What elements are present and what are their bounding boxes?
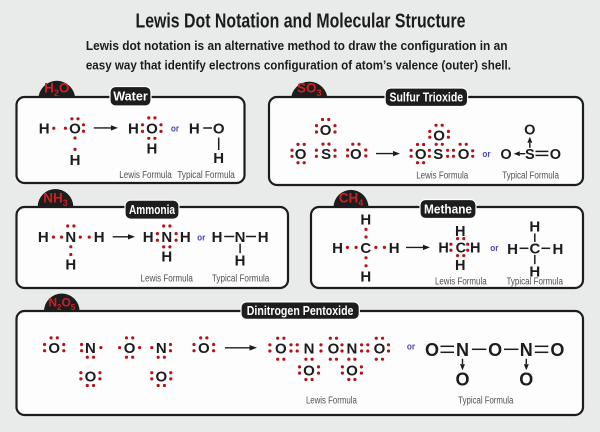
svg-text:H: H [455,258,465,274]
svg-text:O: O [425,340,439,360]
svg-text:SO3​: SO3​ [297,81,322,98]
svg-text:N: N [235,229,246,246]
svg-text:Typical Formula: Typical Formula [177,170,235,181]
svg-text:N: N [304,340,315,357]
svg-text:H: H [146,141,157,158]
svg-text:O: O [458,146,470,163]
svg-text:H: H [360,268,371,285]
svg-text:O: O [69,120,81,137]
svg-text:Methane: Methane [424,202,472,216]
svg-text:C: C [529,241,540,258]
svg-text:H: H [161,248,172,265]
svg-text:C: C [360,240,371,257]
svg-text:O: O [550,340,564,360]
svg-text:H: H [65,257,76,274]
svg-text:C: C [456,240,467,256]
svg-text:S: S [433,146,443,163]
svg-text:O: O [500,147,511,163]
svg-text:O: O [85,368,97,385]
svg-text:Ammonia: Ammonia [129,203,176,217]
svg-text:O: O [328,340,340,357]
svg-text:O: O [124,340,136,357]
svg-text:H: H [529,264,540,281]
svg-text:O: O [213,120,225,137]
svg-text:H: H [258,229,269,246]
svg-text:O: O [455,369,469,389]
svg-text:N: N [65,229,76,246]
svg-text:O: O [295,146,307,163]
svg-text:N2​O5​: N2​O5​ [48,296,75,312]
svg-text:H: H [360,212,371,229]
svg-text:or: or [407,342,416,352]
svg-text:O: O [146,120,158,137]
svg-text:H: H [189,120,200,137]
svg-text:H: H [552,241,563,258]
svg-text:Water: Water [113,90,148,104]
svg-text:O: O [433,127,445,144]
svg-text:H: H [213,150,224,167]
svg-text:H: H [470,240,480,256]
svg-text:or: or [197,232,206,242]
svg-text:O: O [275,340,287,357]
svg-text:H: H [438,240,448,256]
svg-text:O: O [198,340,210,357]
svg-text:easy way that identify electro: easy way that identify electrons configu… [86,57,511,72]
svg-text:S: S [525,147,535,163]
svg-text:H: H [39,120,50,137]
svg-text:N: N [456,340,469,360]
svg-text:Sulfur Trioxide: Sulfur Trioxide [389,91,463,105]
svg-text:H: H [455,224,465,240]
svg-text:O: O [524,123,535,139]
svg-text:N: N [520,340,533,360]
svg-text:H: H [70,152,81,169]
svg-text:NH3​: NH3​ [43,191,68,208]
svg-text:H: H [143,229,154,246]
svg-text:Typical Formula: Typical Formula [502,170,559,181]
svg-text:O: O [415,146,427,163]
svg-text:Lewis Formula: Lewis Formula [119,170,172,181]
svg-text:H2​O: H2​O [44,81,69,98]
svg-text:H: H [389,240,400,257]
svg-text:Lewis Formula: Lewis Formula [435,276,487,287]
svg-text:N: N [161,229,172,246]
svg-text:N: N [85,340,96,357]
svg-text:H: H [212,229,223,246]
svg-text:CH4​: CH4​ [339,191,364,208]
svg-text:H: H [180,229,191,246]
svg-text:Typical Formula: Typical Formula [212,274,270,285]
svg-text:O: O [346,363,358,380]
svg-text:H: H [128,120,139,137]
svg-text:H: H [235,252,246,269]
svg-text:or: or [171,124,180,134]
svg-text:O: O [48,340,60,357]
svg-text:H: H [529,219,540,236]
svg-text:Typical Formula: Typical Formula [506,276,563,287]
svg-text:Typical Formula: Typical Formula [458,396,513,407]
svg-text:S: S [321,146,331,163]
svg-text:N: N [156,340,167,357]
svg-text:O: O [519,369,533,389]
svg-text:H: H [332,240,343,257]
svg-text:O: O [320,122,332,139]
svg-text:N: N [346,340,357,357]
svg-text:O: O [155,368,167,385]
svg-text:Lewis Formula: Lewis Formula [416,170,468,181]
svg-text:O: O [303,363,315,380]
svg-text:Lewis Formula: Lewis Formula [141,274,194,285]
svg-text:Lewis Formula: Lewis Formula [306,396,357,407]
svg-text:H: H [507,241,518,258]
svg-text:H: H [94,229,105,246]
svg-text:O: O [550,147,561,163]
svg-text:O: O [350,146,362,163]
svg-text:Dinitrogen Pentoxide: Dinitrogen Pentoxide [247,304,354,318]
svg-text:or: or [482,149,491,159]
svg-text:Lewis dot notation is an alter: Lewis dot notation is an alternative met… [86,38,508,53]
svg-text:Lewis Dot Notation and Molecul: Lewis Dot Notation and Molecular Structu… [136,11,466,33]
svg-text:O: O [488,340,502,360]
svg-text:O: O [374,340,386,357]
svg-text:or: or [490,243,499,253]
svg-text:H: H [38,229,49,246]
